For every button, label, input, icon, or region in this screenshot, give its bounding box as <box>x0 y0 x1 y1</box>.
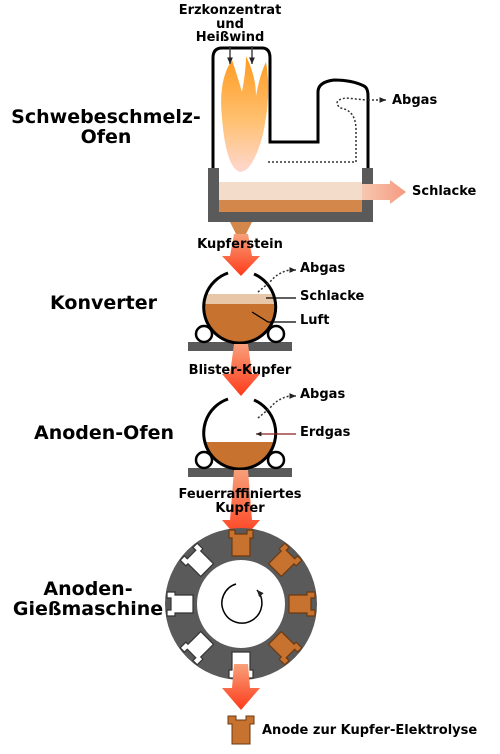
flash-furnace-slag-label: Schlacke <box>412 184 477 199</box>
anode-mold <box>166 591 194 617</box>
casting-machine-title-line-1: Anoden- <box>43 578 133 600</box>
anode-icon <box>227 715 255 745</box>
flash-furnace-title-line-2: Ofen <box>80 125 132 148</box>
anode-furnace-vessel <box>188 393 296 477</box>
anode-mold <box>288 591 316 617</box>
flame-icon <box>221 56 269 172</box>
anode-furnace-title: Anoden-Ofen <box>34 422 175 444</box>
fire-refined-line-1: Feuerraffiniertes <box>178 487 302 502</box>
converter-slag-label: Schlacke <box>300 289 365 304</box>
flash-furnace-title: Schwebeschmelz- Ofen <box>6 106 206 148</box>
casting-machine-title: Anoden- Gießmaschine <box>8 578 168 620</box>
casting-machine-title-line-2: Gießmaschine <box>12 597 164 620</box>
matte-label: Kupferstein <box>197 237 283 252</box>
anode-furnace-offgas-label: Abgas <box>300 387 346 402</box>
anode-mold <box>179 542 215 578</box>
fire-refined-label: Feuerraffiniertes Kupfer <box>160 488 320 515</box>
anode-mold <box>267 542 303 578</box>
converter-offgas-label: Abgas <box>300 261 346 276</box>
input-line-2: und <box>216 16 244 32</box>
input-line-1: Erzkonzentrat <box>178 3 282 18</box>
flash-furnace <box>208 46 406 234</box>
anode-mold <box>267 630 303 666</box>
anode-furnace-gas-label: Erdgas <box>300 425 351 440</box>
flash-furnace-title-line-1: Schwebeschmelz- <box>11 106 201 128</box>
anode-mold <box>228 529 254 557</box>
product-label: Anode zur Kupfer-Elektrolyse <box>262 723 478 738</box>
blister-label: Blister-Kupfer <box>188 363 292 378</box>
casting-wheel <box>165 528 317 680</box>
input-line-3: Heißwind <box>195 30 265 46</box>
matte-flow-arrow <box>222 234 260 276</box>
anode-mold <box>179 630 215 666</box>
refined-flow-arrow <box>222 470 260 542</box>
flash-furnace-offgas-label: Abgas <box>392 93 438 108</box>
converter-vessel <box>188 267 296 351</box>
blister-flow-arrow <box>222 344 260 396</box>
anode-flow-arrow <box>222 664 260 710</box>
fire-refined-line-2: Kupfer <box>215 500 265 516</box>
converter-title: Konverter <box>50 292 157 314</box>
input-label: Erzkonzentrat und Heißwind <box>175 4 285 45</box>
converter-air-label: Luft <box>300 313 330 328</box>
